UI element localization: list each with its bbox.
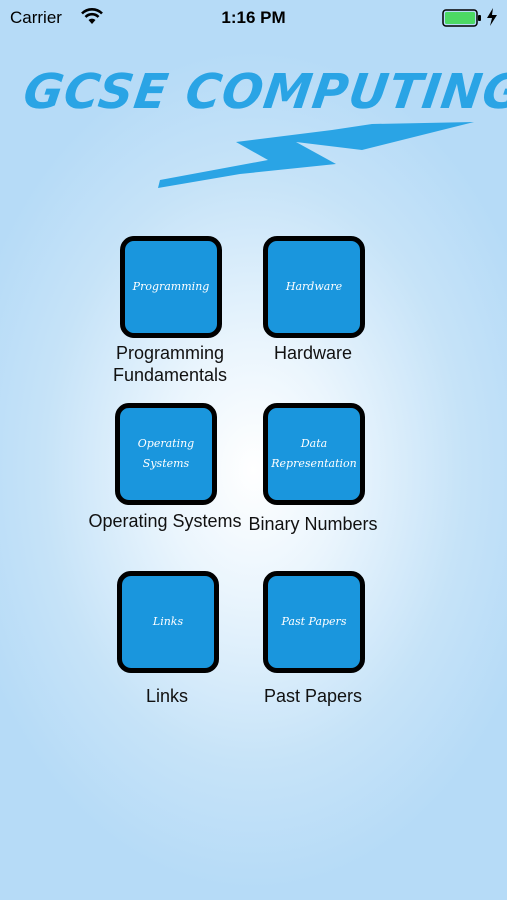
past-papers-tile-icon[interactable]: Past Papers bbox=[263, 571, 365, 673]
battery-icon bbox=[442, 9, 482, 32]
data-representation-tile-icon[interactable]: Data Representation bbox=[263, 403, 365, 505]
tile-icon-text: Past Papers bbox=[281, 615, 347, 628]
tile-label: Past Papers bbox=[263, 686, 363, 706]
wifi-icon bbox=[80, 7, 104, 30]
tile-icon-text: Links bbox=[152, 615, 184, 628]
tile-icon-text: Hardware bbox=[285, 280, 343, 293]
carrier-label: Carrier bbox=[10, 8, 62, 27]
tile-icon-text: Operating Systems bbox=[137, 437, 195, 470]
tile-label: Programming Fundamentals bbox=[112, 343, 228, 385]
hardware-tile-icon[interactable]: Hardware bbox=[263, 236, 365, 338]
tile-hardware[interactable]: Hardware Hardware bbox=[238, 236, 388, 396]
tile-label: Binary Numbers bbox=[248, 514, 378, 534]
charging-bolt-icon bbox=[486, 7, 498, 32]
tile-icon-text: Data Representation bbox=[271, 437, 357, 470]
tile-icon-text: Programming bbox=[132, 280, 210, 293]
status-time: 1:16 PM bbox=[221, 8, 286, 27]
tile-label: Hardware bbox=[273, 343, 353, 363]
tile-links[interactable]: Links Links bbox=[92, 571, 242, 731]
operating-systems-tile-icon[interactable]: Operating Systems bbox=[115, 403, 217, 505]
links-tile-icon[interactable]: Links bbox=[117, 571, 219, 673]
tile-label: Links bbox=[145, 686, 189, 706]
lightning-bolt-icon bbox=[158, 122, 474, 188]
app-logo: GCSE COMPUTING bbox=[0, 0, 507, 200]
tile-programming-fundamentals[interactable]: Programming Programming Fundamentals bbox=[95, 236, 245, 396]
status-bar: Carrier 1:16 PM bbox=[0, 0, 507, 36]
tile-binary-numbers[interactable]: Data Representation Binary Numbers bbox=[238, 403, 388, 563]
tile-operating-systems[interactable]: Operating Systems Operating Systems bbox=[88, 403, 242, 563]
tile-label: Operating Systems bbox=[88, 511, 242, 531]
programming-tile-icon[interactable]: Programming bbox=[120, 236, 222, 338]
tile-past-papers[interactable]: Past Papers Past Papers bbox=[238, 571, 388, 731]
